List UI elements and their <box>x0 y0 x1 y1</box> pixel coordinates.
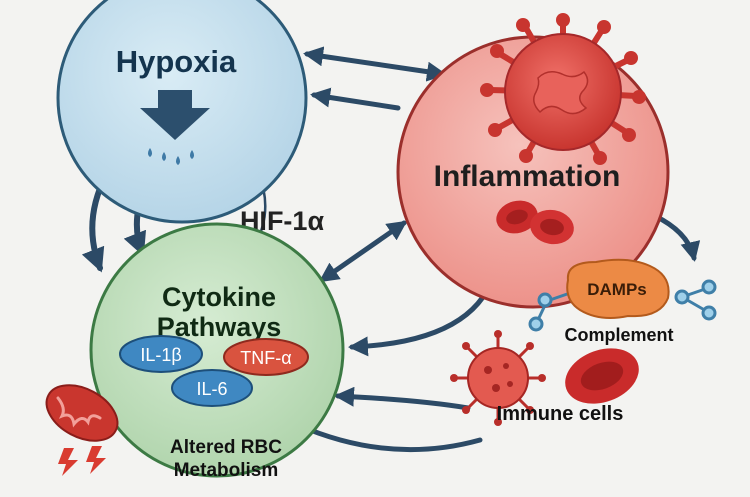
cytokine-pill-label: IL-6 <box>196 379 227 399</box>
rbc-metabolism-cluster: Altered RBC Metabolism <box>45 384 282 481</box>
cytokine-pill-il1b: IL-1β <box>119 335 203 373</box>
arrow-inflammation-damps <box>652 213 701 262</box>
lightning-bolt-icon <box>58 446 106 476</box>
complement-molecules-icon <box>528 279 717 332</box>
rbc-metabolism-label-line1: Altered RBC <box>170 437 282 458</box>
arrow-cytokine-immune <box>295 422 483 453</box>
cytokine-node: Cytokine Pathways IL-1β TNF-α IL-6 <box>89 222 345 478</box>
complement-label: Complement <box>564 325 673 345</box>
arrow-hypoxia-inflammation <box>303 46 447 82</box>
arrow-immune-cytokine <box>334 386 471 411</box>
hypoxia-node: Hypoxia <box>56 0 308 224</box>
inflammation-node: Inflammation <box>396 13 670 309</box>
virus-icon <box>480 13 646 165</box>
mitochondria-icon <box>45 384 119 442</box>
damps-blob <box>566 258 670 319</box>
red-blood-cell-icon <box>565 348 639 404</box>
rbc-metabolism-label-line2: Metabolism <box>174 460 279 481</box>
immune-cell-icon <box>450 330 546 426</box>
damps-cluster: DAMPs Complement <box>528 258 717 345</box>
red-blood-cells-icon <box>496 200 574 245</box>
down-arrow-icon <box>140 90 210 140</box>
arrow-inflammation-hypoxia <box>310 87 401 111</box>
immune-cells-cluster: Immune cells <box>450 330 639 426</box>
water-drops-icon <box>148 148 194 165</box>
cytokine-pill-tnfa: TNF-α <box>223 338 309 376</box>
immune-cells-label: Immune cells <box>497 403 624 425</box>
damps-label: DAMPs <box>587 280 647 299</box>
cytokine-pill-label: TNF-α <box>240 348 291 368</box>
cytokine-pill-label: IL-1β <box>140 345 181 365</box>
arrow-cytokine-inflammation <box>318 220 408 283</box>
hypoxia-label: Hypoxia <box>116 44 237 79</box>
inflammation-label: Inflammation <box>434 160 621 193</box>
cytokine-pill-il6: IL-6 <box>171 369 253 407</box>
cytokine-label-line1: Cytokine <box>162 282 276 312</box>
